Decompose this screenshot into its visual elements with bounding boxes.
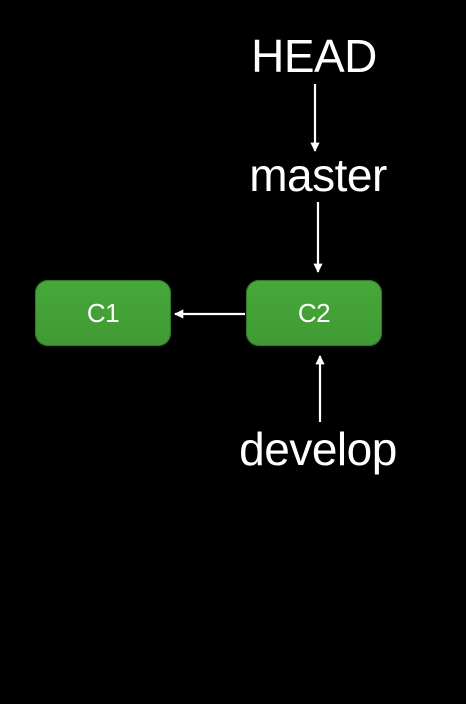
- commit-node-c2: C2: [246, 280, 382, 346]
- head-ref-label: HEAD: [251, 30, 377, 82]
- develop-branch-label: develop: [239, 423, 397, 475]
- commit-label-c1: C1: [86, 297, 120, 328]
- master-branch-label: master: [249, 149, 387, 201]
- commit-node-c1: C1: [35, 280, 171, 346]
- commit-label-c2: C2: [297, 297, 331, 328]
